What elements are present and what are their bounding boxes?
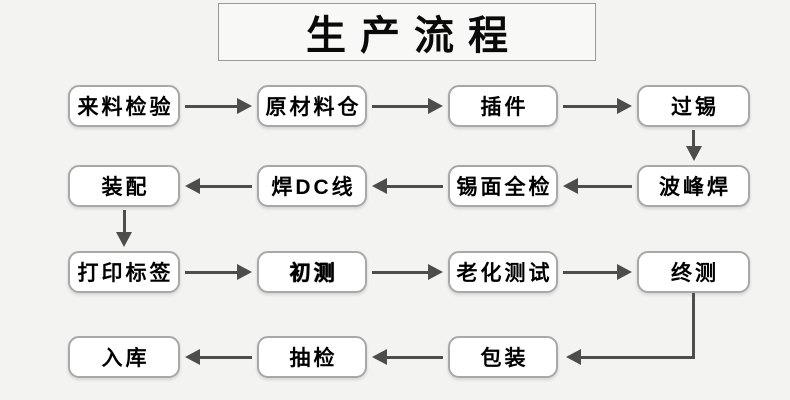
flow-step: 装配 [68,165,180,207]
flow-step-label: 插件 [480,96,529,119]
flow-step: 原材料仓 [257,85,367,127]
arrow-down-icon [116,232,132,247]
flow-arrow-line [692,293,695,359]
flow-step-label: 打印标签 [77,262,174,285]
flow-step: 插件 [448,85,558,127]
arrow-right-icon [237,98,252,114]
flow-step-label: 锡面全检 [456,176,553,199]
title-box: 生产流程 [218,3,596,61]
arrow-left-icon [372,178,387,194]
arrow-right-icon [617,264,632,280]
flow-step: 锡面全检 [448,165,558,207]
arrow-right-icon [237,264,252,280]
arrow-right-icon [428,264,443,280]
flow-arrow-line [200,184,252,188]
flow-arrow-line [372,104,428,108]
flow-step-label: 装配 [101,176,150,199]
flow-step-label: 波峰焊 [659,176,731,199]
flow-step-label: 抽检 [289,347,338,370]
flow-arrow-line [563,104,617,108]
flow-step: 来料检验 [68,85,180,127]
flow-step: 过锡 [637,85,750,127]
flow-arrow-line [185,270,237,274]
flow-step-label: 原材料仓 [265,96,362,119]
flow-arrow-line [581,355,695,359]
arrow-left-icon [185,178,200,194]
flow-arrow-line [563,270,617,274]
flow-arrow-line [387,355,443,359]
arrow-right-icon [428,98,443,114]
arrow-right-icon [617,98,632,114]
flow-step-label: 过锡 [671,96,719,119]
flow-step: 抽检 [257,336,367,378]
flow-step: 焊DC线 [257,165,367,207]
page-title: 生产流程 [306,13,522,58]
flow-step-label: 初测 [289,262,338,285]
flow-step-label: 终测 [671,262,719,285]
arrow-left-icon [566,349,581,365]
flow-arrow-line [692,130,695,146]
arrow-left-icon [372,349,387,365]
flow-step: 包装 [448,336,558,378]
flow-step: 老化测试 [448,251,558,293]
flow-step: 波峰焊 [637,165,750,207]
flow-arrow-line [372,270,428,274]
flow-step-label: 焊DC线 [271,176,356,199]
flow-step-label: 包装 [480,347,529,370]
flow-step-label: 来料检验 [77,96,174,119]
flow-step: 终测 [637,251,750,293]
flow-arrow-line [185,104,237,108]
arrow-left-icon [563,178,578,194]
flow-arrow-line [387,184,443,188]
flow-step-label: 老化测试 [456,262,553,285]
arrow-left-icon [185,349,200,365]
flow-arrow-line [122,210,126,232]
arrow-down-icon [685,146,702,161]
flow-arrow-line [200,355,252,359]
flow-step-label: 入库 [101,347,150,370]
flow-arrow-line [578,184,632,188]
flow-step: 初测 [257,251,367,293]
flow-step: 入库 [68,336,180,378]
flow-step: 打印标签 [68,251,180,293]
